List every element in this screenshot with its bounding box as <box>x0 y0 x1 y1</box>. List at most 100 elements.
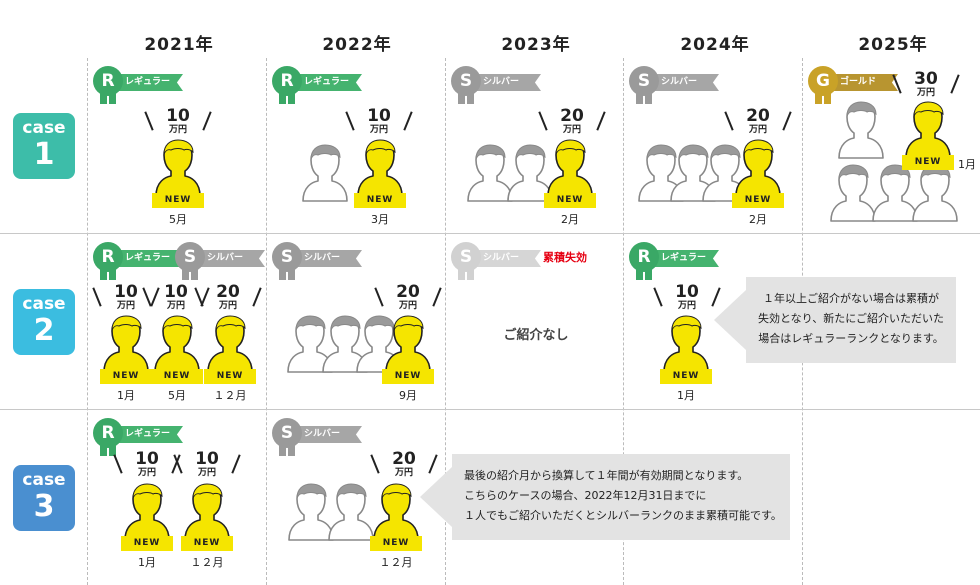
case-2-label: case 2 <box>13 289 75 355</box>
rank-badge-regular: レギュラー R <box>272 66 372 106</box>
rank-ribbon: シルバー <box>189 250 265 267</box>
medal-tail <box>279 92 286 104</box>
expired-label: 累積失効 <box>543 251 587 264</box>
no-referral-text: ご紹介なし <box>503 328 569 343</box>
month-label: 1月 <box>117 389 135 402</box>
person-icon-existing <box>465 143 515 203</box>
month-label: 9月 <box>399 389 417 402</box>
month-label: 3月 <box>371 213 389 226</box>
rank-ribbon: レギュラー <box>107 74 183 91</box>
month-label: 1月 <box>677 389 695 402</box>
case-number: 2 <box>33 313 55 348</box>
medal-tail <box>824 92 831 104</box>
regular-medal-icon: R <box>629 242 659 272</box>
medal-tail <box>645 268 652 280</box>
person-icon-existing <box>828 163 878 223</box>
medal-tail <box>279 444 286 456</box>
person-icon-new <box>545 138 595 198</box>
rank-badge-regular: レギュラー R <box>93 242 193 282</box>
person-icon-new <box>661 314 711 374</box>
person-icon-existing <box>285 314 335 374</box>
new-tag: NEW <box>354 193 406 208</box>
year-2025: 2025年 <box>858 35 928 55</box>
medal-tail <box>288 92 295 104</box>
divider <box>87 58 88 585</box>
rank-ribbon: シルバー <box>643 74 719 91</box>
new-tag: NEW <box>382 369 434 384</box>
new-tag: NEW <box>121 536 173 551</box>
person-icon-new <box>205 314 255 374</box>
medal-tail <box>458 92 465 104</box>
rank-ribbon: レギュラー <box>643 250 719 267</box>
case-3-label: case 3 <box>13 465 75 531</box>
person-icon-existing <box>870 163 920 223</box>
medal-tail <box>815 92 822 104</box>
month-label: １２月 <box>190 556 224 569</box>
person-icon-new <box>182 482 232 542</box>
new-tag: NEW <box>544 193 596 208</box>
silver-medal-icon: S <box>451 242 481 272</box>
person-icon-existing <box>300 143 350 203</box>
new-tag: NEW <box>181 536 233 551</box>
rank-badge-regular: レギュラー R <box>93 66 193 106</box>
case-3-note: 最後の紹介月から換算して１年間が有効期間となります。 こちらのケースの場合、20… <box>420 454 790 540</box>
regular-medal-icon: R <box>93 66 123 96</box>
case-number: 3 <box>33 489 55 524</box>
person-icon-new <box>153 138 203 198</box>
month-label: 2月 <box>749 213 767 226</box>
month-label: 1月 <box>958 158 976 171</box>
rank-ribbon: シルバー <box>286 250 362 267</box>
person-icon-new <box>903 100 953 160</box>
divider <box>445 58 446 585</box>
person-icon-new <box>371 482 421 542</box>
medal-tail <box>288 268 295 280</box>
medal-tail <box>288 444 295 456</box>
medal-tail <box>636 268 643 280</box>
year-2022: 2022年 <box>322 35 392 55</box>
rank-ribbon: レギュラー <box>286 74 362 91</box>
person-icon-existing <box>636 143 686 203</box>
medal-tail <box>100 92 107 104</box>
rank-ribbon: シルバー <box>286 426 362 443</box>
medal-tail <box>109 444 116 456</box>
person-icon-new <box>733 138 783 198</box>
person-icon-existing <box>668 143 718 203</box>
person-icon-new <box>355 138 405 198</box>
medal-tail <box>467 268 474 280</box>
medal-tail <box>182 268 189 280</box>
rank-ribbon: レギュラー <box>107 250 183 267</box>
new-tag: NEW <box>902 155 954 170</box>
month-label: 2月 <box>561 213 579 226</box>
medal-tail <box>100 444 107 456</box>
divider <box>266 58 267 585</box>
rank-badge-silver: シルバー S <box>451 66 551 106</box>
note-line: １人でもご紹介いただくとシルバーランクのまま累積可能です。 <box>464 509 782 522</box>
case-1-label: case 1 <box>13 113 75 179</box>
medal-tail <box>100 268 107 280</box>
case-2-note: １年以上ご紹介がない場合は累積が 失効となり、新たにご紹介いただいた 場合はレギ… <box>714 277 956 363</box>
person-icon-existing <box>286 482 336 542</box>
note-line: １年以上ご紹介がない場合は累積が <box>763 292 939 305</box>
case-word: case <box>22 294 66 314</box>
rank-badge-gold: ゴールド G <box>808 66 908 106</box>
medal-tail <box>279 268 286 280</box>
person-icon-new <box>101 314 151 374</box>
silver-medal-icon: S <box>175 242 205 272</box>
year-2024: 2024年 <box>680 35 750 55</box>
year-2021: 2021年 <box>144 35 214 55</box>
silver-medal-icon: S <box>272 418 302 448</box>
medal-tail <box>645 92 652 104</box>
person-icon-new <box>122 482 172 542</box>
month-label: 5月 <box>168 389 186 402</box>
medal-tail <box>636 92 643 104</box>
person-icon-new <box>152 314 202 374</box>
rank-badge-silver: シルバー S <box>175 242 275 282</box>
